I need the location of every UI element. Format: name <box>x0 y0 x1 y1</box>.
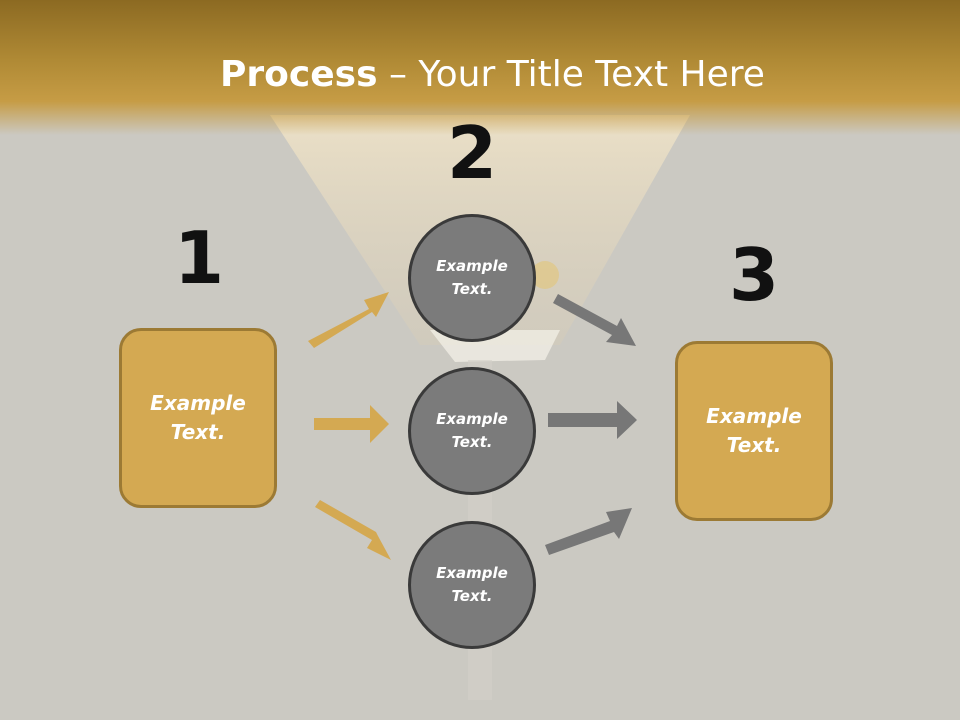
step-1-box-text: Example Text. <box>130 389 267 447</box>
circle-text: Example Text. <box>417 408 527 454</box>
step-3-box-line1: Example <box>706 404 802 428</box>
title-rest: – Your Title Text Here <box>377 54 765 95</box>
step-1-box[interactable]: Example Text. <box>119 328 277 508</box>
step-1-box-line1: Example <box>150 391 246 415</box>
step-number-2: 2 <box>446 111 498 195</box>
circle-line1: Example <box>436 564 508 582</box>
arrow-left-to-circle-1 <box>308 292 389 348</box>
step-2-circle-bottom[interactable]: Example Text. <box>408 521 536 649</box>
title-bold: Process <box>220 54 378 95</box>
arrow-left-to-circle-2 <box>314 405 389 443</box>
arrow-circle-3-to-right <box>545 508 632 555</box>
step-1-box-line2: Text. <box>170 420 226 444</box>
arrow-left-to-circle-3 <box>315 500 391 560</box>
step-3-box[interactable]: Example Text. <box>675 341 833 521</box>
circle-text: Example Text. <box>417 562 527 608</box>
circle-line2: Text. <box>451 280 493 298</box>
arrow-circle-1-to-right <box>553 294 636 346</box>
circle-line2: Text. <box>451 587 493 605</box>
step-number-1: 1 <box>173 216 225 300</box>
circle-line1: Example <box>436 410 508 428</box>
step-number-3: 3 <box>728 233 780 317</box>
header-band <box>0 0 960 135</box>
circle-text: Example Text. <box>417 255 527 301</box>
step-2-circle-top[interactable]: Example Text. <box>408 214 536 342</box>
step-2-circle-middle[interactable]: Example Text. <box>408 367 536 495</box>
page-title: Process – Your Title Text Here <box>0 52 960 98</box>
circle-line2: Text. <box>451 433 493 451</box>
step-3-box-line2: Text. <box>726 433 782 457</box>
circle-line1: Example <box>436 257 508 275</box>
arrow-circle-2-to-right <box>548 401 637 439</box>
step-3-box-text: Example Text. <box>686 402 823 460</box>
